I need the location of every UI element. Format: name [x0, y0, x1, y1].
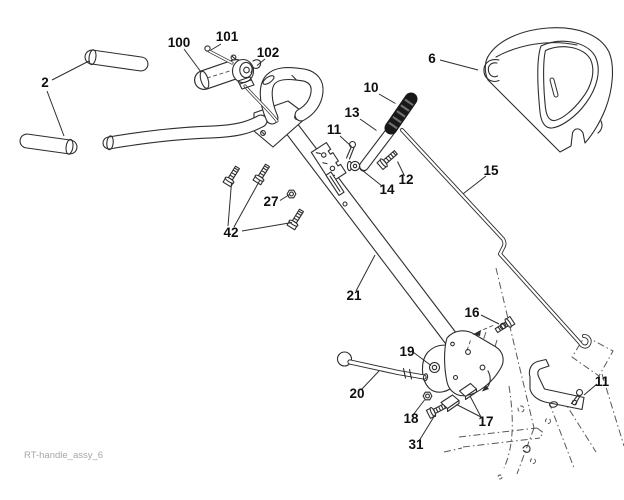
part-wedge-keys: [440, 382, 478, 413]
part-handlebar: [102, 67, 324, 151]
callout-11-lower: 11: [595, 374, 610, 389]
part-depth-lever-cluster: [345, 92, 418, 172]
callout-102: 102: [257, 45, 280, 60]
leader-lines: [46, 43, 598, 442]
part-handle-grips: [19, 49, 149, 155]
callout-18: 18: [403, 411, 419, 426]
callouts: 2 100 101 102 6 10 13 11 12 14 15 27 42 …: [41, 29, 609, 452]
part-throttle-control: [194, 45, 279, 123]
callout-10: 10: [363, 80, 378, 95]
callout-100: 100: [168, 35, 191, 50]
callout-17: 17: [478, 414, 493, 429]
part-flat-washer: [428, 361, 441, 374]
cotter-pin-lower: [570, 388, 584, 406]
part-lock-nut: [286, 189, 297, 199]
callout-42: 42: [223, 225, 238, 240]
callout-21: 21: [346, 288, 362, 303]
callout-27: 27: [263, 194, 278, 209]
tube-clamp-plate: [310, 142, 347, 196]
hidden-frame-lines: [443, 267, 624, 480]
callout-2: 2: [41, 75, 49, 90]
callout-6: 6: [428, 51, 436, 66]
callout-14: 14: [379, 182, 395, 197]
callout-101: 101: [216, 29, 239, 44]
cable-clip: [250, 59, 262, 74]
callout-13: 13: [344, 105, 360, 120]
washer-bushing: [349, 160, 361, 172]
part-shift-lever: [336, 351, 429, 382]
callout-20: 20: [349, 386, 364, 401]
part-l-bracket: [528, 358, 585, 411]
cotter-pin-upper: [345, 140, 357, 160]
callout-16: 16: [464, 305, 480, 320]
callout-19: 19: [399, 344, 414, 359]
part-carriage-bolts: [222, 163, 304, 231]
callout-15: 15: [483, 163, 499, 178]
part-hex-nut: [422, 391, 433, 401]
callout-31: 31: [408, 437, 424, 452]
part-belt-cover: [483, 27, 614, 153]
callout-12: 12: [398, 172, 413, 187]
bracket-assembly: [336, 315, 585, 419]
drawing-footer-label: RT-handle_assy_6: [24, 450, 103, 461]
throttle-wire-end: [204, 45, 211, 52]
part-hex-bolt-bracket: [494, 315, 516, 334]
hex-bolt-lever: [376, 150, 398, 171]
callout-11-upper: 11: [327, 122, 342, 137]
